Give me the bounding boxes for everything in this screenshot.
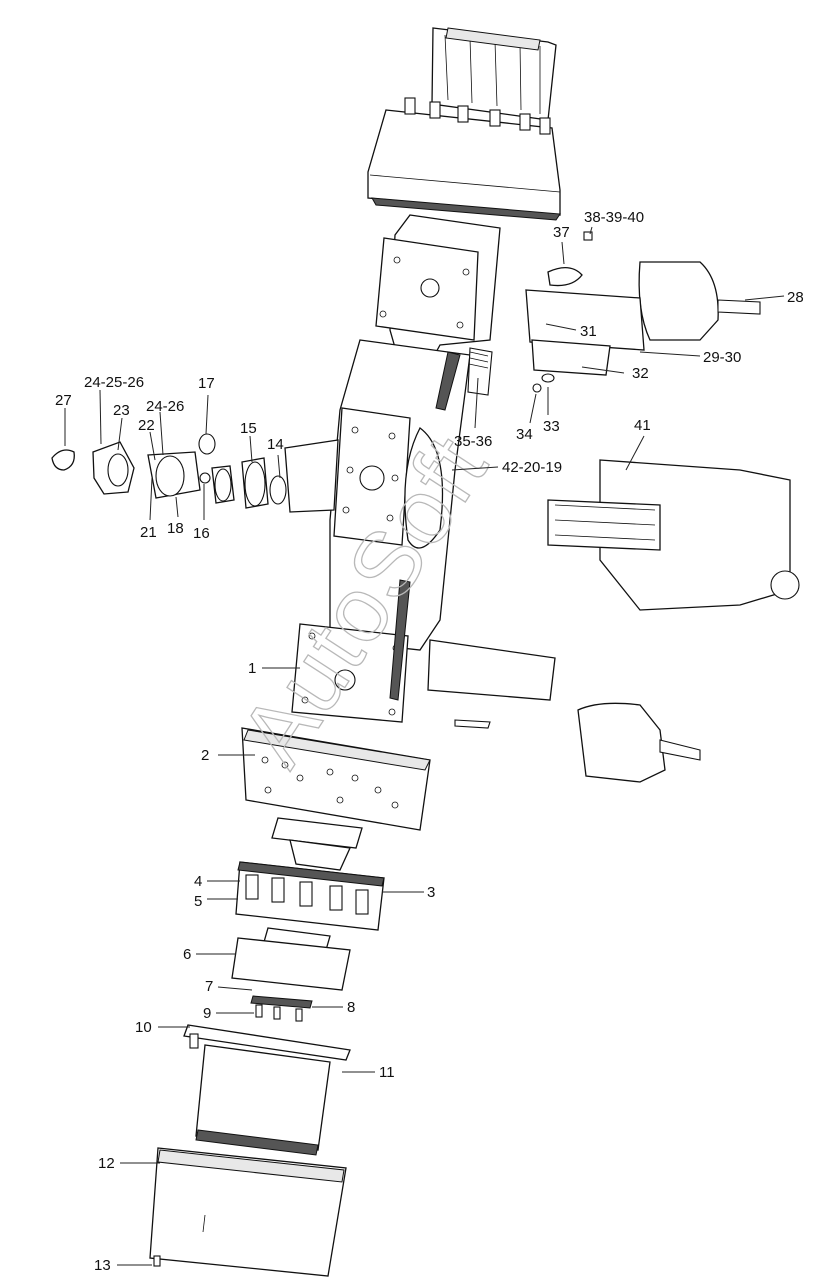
callout-2: 2	[201, 747, 209, 764]
callout-15: 15	[240, 420, 257, 437]
callout-8: 8	[347, 999, 355, 1016]
left-hub-parts	[51, 433, 269, 509]
lower-hub-assembly	[231, 817, 385, 1022]
callout-labels: 1 2 3 4 5 6 7 8 9 10 11 12 13 14 15 16 1…	[55, 209, 804, 1274]
callout-31: 31	[580, 323, 597, 340]
callout-6: 6	[183, 946, 191, 963]
callout-35-36: 35-36	[454, 433, 492, 450]
callout-5: 5	[194, 893, 202, 910]
callout-10: 10	[135, 1019, 152, 1036]
callout-14: 14	[267, 436, 284, 453]
callout-9: 9	[203, 1005, 211, 1022]
top-hub-drum-assembly	[367, 27, 561, 221]
callout-37: 37	[553, 224, 570, 241]
callout-29-30: 29-30	[703, 349, 741, 366]
callout-24-26: 24-26	[146, 398, 184, 415]
axle-housing-beam	[269, 214, 501, 723]
callout-21: 21	[140, 524, 157, 541]
brake-bracket-lower	[241, 727, 431, 831]
callout-28: 28	[787, 289, 804, 306]
leader-lines	[64, 226, 785, 1266]
callout-4: 4	[194, 873, 202, 890]
callout-27: 27	[55, 392, 72, 409]
callout-13: 13	[94, 1257, 111, 1274]
lower-brake-drum	[149, 1024, 351, 1277]
callout-11: 11	[379, 1064, 395, 1081]
callout-22: 22	[138, 417, 155, 434]
callout-3: 3	[427, 884, 435, 901]
callout-16: 16	[193, 525, 210, 542]
callout-12: 12	[98, 1155, 115, 1172]
callout-32: 32	[632, 365, 649, 382]
callout-41: 41	[634, 417, 651, 434]
callout-17: 17	[198, 375, 215, 392]
callout-24-25-26: 24-25-26	[84, 374, 144, 391]
callout-34: 34	[516, 426, 533, 443]
callout-42-20-19: 42-20-19	[502, 459, 562, 476]
right-brake-parts	[427, 231, 800, 783]
callout-38-39-40: 38-39-40	[584, 209, 644, 226]
callout-18: 18	[167, 520, 184, 537]
callout-33: 33	[543, 418, 560, 435]
callout-1: 1	[248, 660, 256, 677]
callout-7: 7	[205, 978, 213, 995]
callout-23: 23	[113, 402, 130, 419]
